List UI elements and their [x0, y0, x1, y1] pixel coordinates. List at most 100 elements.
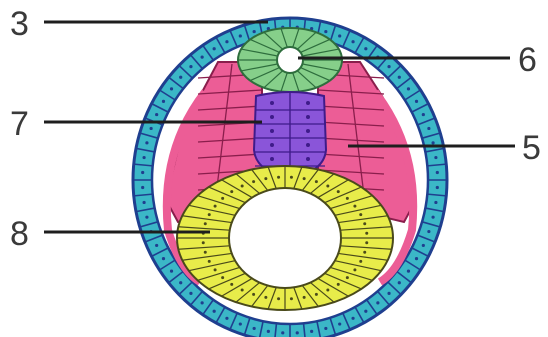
ectoderm-nucleus: [267, 330, 270, 333]
ectoderm-nucleus: [189, 292, 192, 295]
endoderm-nucleus: [208, 260, 211, 263]
ectoderm-nucleus: [338, 322, 341, 325]
ectoderm-nucleus: [434, 156, 437, 159]
ectoderm-nucleus: [436, 186, 439, 189]
ectoderm-nucleus: [431, 216, 434, 219]
ectoderm-nucleus: [239, 322, 242, 325]
ectoderm-nucleus: [422, 113, 425, 116]
label-5: 5: [522, 129, 541, 167]
endoderm-nucleus: [337, 190, 340, 193]
endoderm-nucleus: [241, 289, 244, 292]
endoderm-nucleus: [202, 241, 205, 244]
ectoderm-nucleus: [387, 65, 390, 68]
ectoderm-nucleus: [142, 156, 145, 159]
endoderm-nucleus: [204, 251, 207, 254]
ectoderm-nucleus: [351, 317, 354, 320]
ectoderm-nucleus: [324, 327, 327, 330]
ectoderm-nucleus: [189, 65, 192, 68]
ectoderm-nucleus: [162, 257, 165, 260]
ectoderm-nucleus: [145, 216, 148, 219]
notochord-nucleus: [270, 143, 274, 147]
endoderm-nucleus: [359, 213, 362, 216]
endoderm-nucleus: [204, 222, 207, 225]
ectoderm-nucleus: [253, 327, 256, 330]
endoderm-nucleus: [365, 232, 368, 235]
endoderm-nucleus: [241, 184, 244, 187]
ectoderm-nucleus: [253, 30, 256, 33]
ectoderm-nucleus: [179, 281, 182, 284]
ectoderm-nucleus: [281, 331, 284, 334]
ectoderm-nucleus: [155, 113, 158, 116]
endoderm-nucleus: [337, 283, 340, 286]
ectoderm-nucleus: [170, 87, 173, 90]
tissue-layer: [133, 18, 447, 337]
ectoderm-nucleus: [162, 100, 165, 103]
ectoderm-nucleus: [427, 230, 430, 233]
archenteron-cavity: [229, 188, 341, 288]
neural-canal: [277, 47, 303, 73]
ectoderm-nucleus: [415, 100, 418, 103]
endoderm-nucleus: [252, 293, 255, 296]
ectoderm-nucleus: [407, 270, 410, 273]
ectoderm-nucleus: [239, 34, 242, 37]
notochord-nucleus: [306, 129, 310, 133]
endoderm-nucleus: [353, 268, 356, 271]
ectoderm-nucleus: [427, 127, 430, 130]
ectoderm-nucleus: [387, 292, 390, 295]
endoderm-nucleus: [252, 180, 255, 183]
endoderm-nucleus: [264, 296, 267, 299]
ectoderm-nucleus: [179, 76, 182, 79]
notochord-nucleus: [306, 157, 310, 161]
endoderm-nucleus: [365, 241, 368, 244]
endoderm-nucleus: [326, 184, 329, 187]
ectoderm-nucleus: [324, 30, 327, 33]
ectoderm-nucleus: [376, 301, 379, 304]
endoderm-nucleus: [315, 293, 318, 296]
ectoderm-nucleus: [422, 244, 425, 247]
endoderm-nucleus: [214, 268, 217, 271]
endoderm-nucleus: [363, 222, 366, 225]
endoderm-nucleus: [264, 177, 267, 180]
notochord-nucleus: [270, 129, 274, 133]
notochord-nucleus: [270, 101, 274, 105]
endoderm-nucleus: [326, 289, 329, 292]
endoderm-nucleus: [363, 251, 366, 254]
ectoderm-nucleus: [150, 127, 153, 130]
ectoderm-nucleus: [310, 330, 313, 333]
endoderm-nucleus: [346, 276, 349, 279]
ectoderm-nucleus: [201, 301, 204, 304]
label-3: 3: [10, 5, 29, 43]
endoderm-nucleus: [303, 296, 306, 299]
notochord-nucleus: [306, 101, 310, 105]
endoderm-nucleus: [214, 205, 217, 208]
ectoderm-nucleus: [225, 40, 228, 43]
ectoderm-nucleus: [170, 270, 173, 273]
endoderm-nucleus: [208, 213, 211, 216]
endoderm-nucleus: [277, 176, 280, 179]
notochord-nucleus: [306, 115, 310, 119]
endoderm-nucleus: [221, 197, 224, 200]
endoderm-nucleus: [315, 180, 318, 183]
ectoderm-nucleus: [398, 76, 401, 79]
ectoderm-nucleus: [142, 201, 145, 204]
endoderm-nucleus: [346, 197, 349, 200]
ectoderm-nucleus: [407, 87, 410, 90]
ectoderm-nucleus: [145, 141, 148, 144]
ectoderm-nucleus: [364, 310, 367, 313]
ectoderm-nucleus: [225, 317, 228, 320]
ectoderm-nucleus: [431, 141, 434, 144]
ectoderm-nucleus: [296, 331, 299, 334]
ectoderm-nucleus: [398, 281, 401, 284]
label-7: 7: [10, 105, 29, 143]
label-6: 6: [518, 41, 537, 79]
endoderm-nucleus: [359, 260, 362, 263]
endoderm-nucleus: [230, 283, 233, 286]
ectoderm-nucleus: [213, 47, 216, 50]
ectoderm-nucleus: [415, 257, 418, 260]
ectoderm-nucleus: [434, 201, 437, 204]
ectoderm-nucleus: [436, 171, 439, 174]
ectoderm-nucleus: [364, 47, 367, 50]
endoderm-nucleus: [277, 297, 280, 300]
ectoderm-nucleus: [351, 40, 354, 43]
